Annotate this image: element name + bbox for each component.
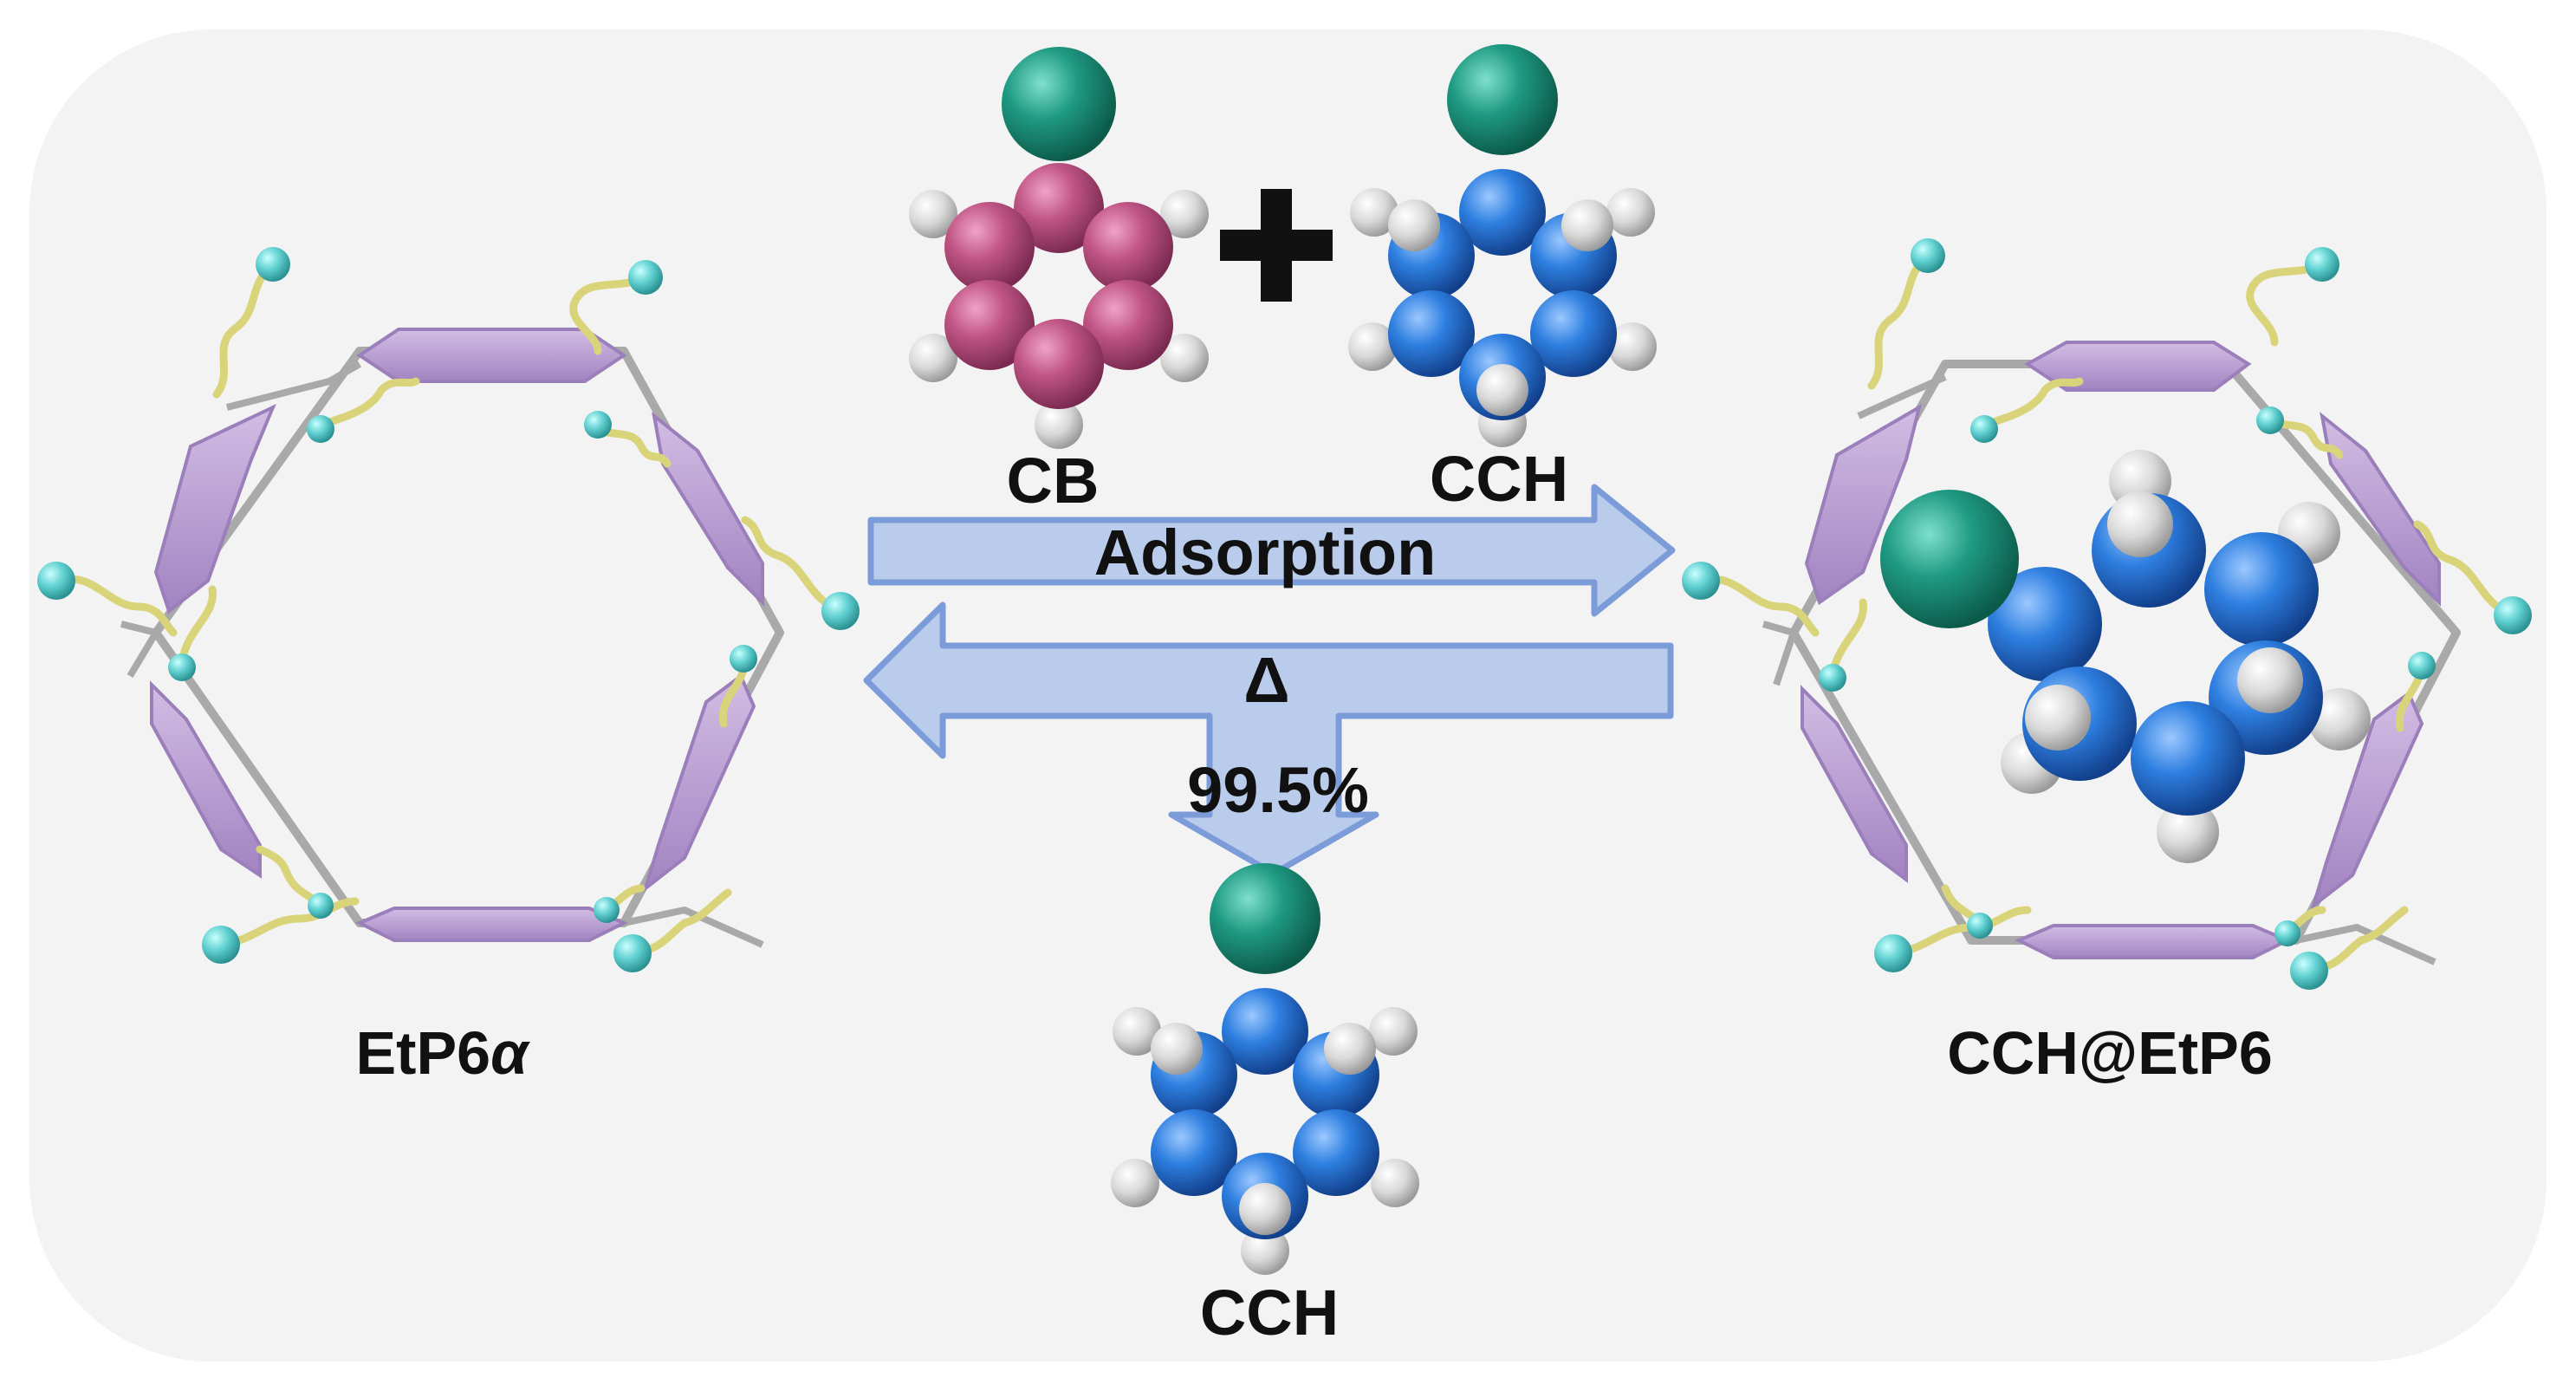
hydrogen-atom [1388, 199, 1440, 251]
cch-top-label: CCH [1429, 443, 1569, 515]
carbon-atom [1222, 988, 1308, 1075]
hydrogen-atom [1369, 1007, 1418, 1056]
cch-etp6-label: CCH@EtP6 [1947, 1019, 2273, 1087]
pillar-unit [2320, 412, 2441, 607]
hydrogen-atom [1350, 188, 1398, 237]
hydrogen-atom [909, 190, 957, 238]
cch-etp6-complex [1682, 238, 2532, 990]
cb-molecule [909, 47, 1209, 449]
hydrogen-atom [1371, 1159, 1419, 1207]
hydrogen-atom [1324, 1023, 1376, 1075]
terminal-group [594, 897, 620, 923]
terminal-group [202, 926, 240, 964]
chlorine-atom [1002, 47, 1116, 161]
hydrogen-atom [2308, 688, 2371, 751]
carbon-atom [1014, 319, 1104, 409]
terminal-group [1970, 415, 1998, 443]
yield-label: 99.5% [1187, 754, 1369, 826]
pillar-unit [150, 680, 262, 879]
terminal-group [168, 653, 196, 681]
carbon-atom [944, 202, 1035, 292]
delta-label: Δ [1243, 644, 1290, 716]
terminal-group [1967, 913, 1993, 939]
etp6-label-text: EtP6 [355, 1019, 491, 1087]
hydrogen-atom [1476, 364, 1528, 416]
terminal-group [730, 645, 757, 673]
carbon-atom [1014, 163, 1104, 253]
plus-icon [1220, 189, 1333, 302]
terminal-group [308, 893, 334, 919]
hydrogen-atom [2157, 801, 2219, 863]
pillar-unit [1804, 403, 1923, 606]
carbon-atom [2204, 532, 2319, 647]
terminal-group [2305, 247, 2339, 282]
terminal-group [584, 411, 612, 439]
hydrogen-atom [1348, 322, 1397, 371]
terminal-group [821, 592, 860, 630]
chlorine-atom [1210, 863, 1320, 974]
hydrogen-atom [1035, 400, 1083, 449]
pillar-unit [642, 673, 756, 894]
terminal-group [2494, 596, 2532, 634]
terminal-group [613, 934, 652, 972]
hydrogen-atom [1239, 1183, 1291, 1235]
cb-label: CB [1006, 445, 1100, 517]
terminal-group [1874, 934, 1912, 972]
terminal-group [307, 415, 334, 443]
terminal-group [2290, 952, 2328, 990]
hydrogen-atom [1241, 1226, 1289, 1275]
carbon-atom [1530, 290, 1617, 377]
cch-molecule-top [1348, 44, 1657, 447]
hydrogen-atom [1160, 334, 1209, 382]
hydrogen-atom [1561, 199, 1613, 251]
pillar-unit [153, 403, 276, 614]
pillar-unit [356, 328, 627, 383]
chlorine-atom [1447, 44, 1558, 155]
pillar-unit [2024, 341, 2252, 392]
hydrogen-atom [1160, 190, 1209, 238]
hydrogen-atom [1113, 1007, 1161, 1056]
terminal-group [1819, 664, 1846, 692]
carbon-atom [1083, 280, 1173, 370]
cch-molecule-bottom [1111, 863, 1419, 1275]
carbon-atom [1293, 1109, 1379, 1196]
carbon-atom [1388, 290, 1475, 377]
terminal-group [628, 260, 663, 295]
carbon-atom [2131, 701, 2245, 816]
carbon-atom [1459, 169, 1546, 256]
desorption-arrow [863, 601, 1674, 877]
guest-cch-molecule [1880, 450, 2371, 863]
terminal-group [37, 562, 75, 600]
cch-bottom-label: CCH [1199, 1277, 1340, 1349]
hydrogen-atom [2025, 685, 2091, 751]
pillar-unit [355, 907, 628, 942]
terminal-group [2274, 920, 2300, 946]
terminal-group [1682, 562, 1720, 600]
terminal-group [2256, 406, 2284, 434]
hydrogen-atom [2107, 491, 2173, 557]
hydrogen-atom [2237, 647, 2303, 713]
terminal-group [2408, 652, 2436, 679]
hydrogen-atom [1111, 1159, 1159, 1207]
hydrogen-atom [1608, 322, 1657, 371]
adsorption-label: Adsorption [1093, 517, 1437, 588]
carbon-atom [944, 280, 1035, 370]
terminal-group [1911, 238, 1945, 273]
hydrogen-atom [909, 334, 957, 382]
hydrogen-atom [1151, 1023, 1203, 1075]
carbon-atom [1083, 202, 1173, 292]
carbon-atom [1988, 567, 2102, 681]
pillar-unit [1801, 685, 1908, 883]
alpha-label-text: α [490, 1019, 529, 1087]
etp6-alpha-macrocycle [37, 247, 860, 972]
carbon-atom [1151, 1109, 1237, 1196]
adsorption-arrow [867, 484, 1676, 617]
pillar-unit [2015, 924, 2292, 959]
pillar-unit [652, 412, 764, 607]
chlorine-atom [1880, 490, 2019, 628]
terminal-group [256, 247, 290, 282]
etp6-alpha-label: EtP6α [355, 1023, 528, 1083]
hydrogen-atom [1606, 188, 1655, 237]
